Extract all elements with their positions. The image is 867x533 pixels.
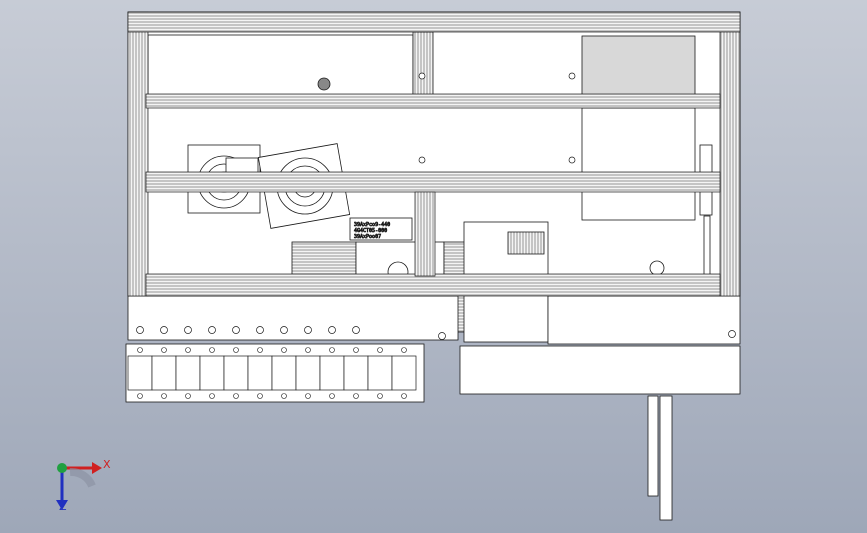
motor-label-line3: 39AxPoo07 xyxy=(354,234,381,240)
right-grey-box-lower xyxy=(581,107,696,221)
lower-base-right xyxy=(547,295,741,345)
motor-label-line1: 39AxPco9-440 xyxy=(354,222,390,228)
upper-rail xyxy=(145,93,721,109)
lower-base-left xyxy=(127,295,459,341)
panel-knob xyxy=(317,77,331,91)
motor-label-plate xyxy=(349,217,413,241)
x-axis-label: X xyxy=(103,458,111,471)
right-boss-upper xyxy=(649,260,665,276)
center-vertical-rail xyxy=(414,191,436,277)
leg-right xyxy=(659,395,673,521)
middle-rail xyxy=(145,171,721,193)
lower-rail xyxy=(145,273,721,297)
top-extrusion xyxy=(127,11,741,33)
motor-label-line2: 4G4CT05-000 xyxy=(354,228,387,234)
z-axis-label: Z xyxy=(59,500,67,513)
upper-vertical-rail xyxy=(412,31,434,97)
terminal-cells xyxy=(127,355,417,391)
right-vertical-extrusion xyxy=(719,11,741,297)
leg-left xyxy=(647,395,659,497)
left-vertical-extrusion xyxy=(127,11,149,297)
axis-triad-icon xyxy=(56,462,102,510)
upper-left-panel xyxy=(147,34,414,96)
bottom-box xyxy=(459,345,741,395)
